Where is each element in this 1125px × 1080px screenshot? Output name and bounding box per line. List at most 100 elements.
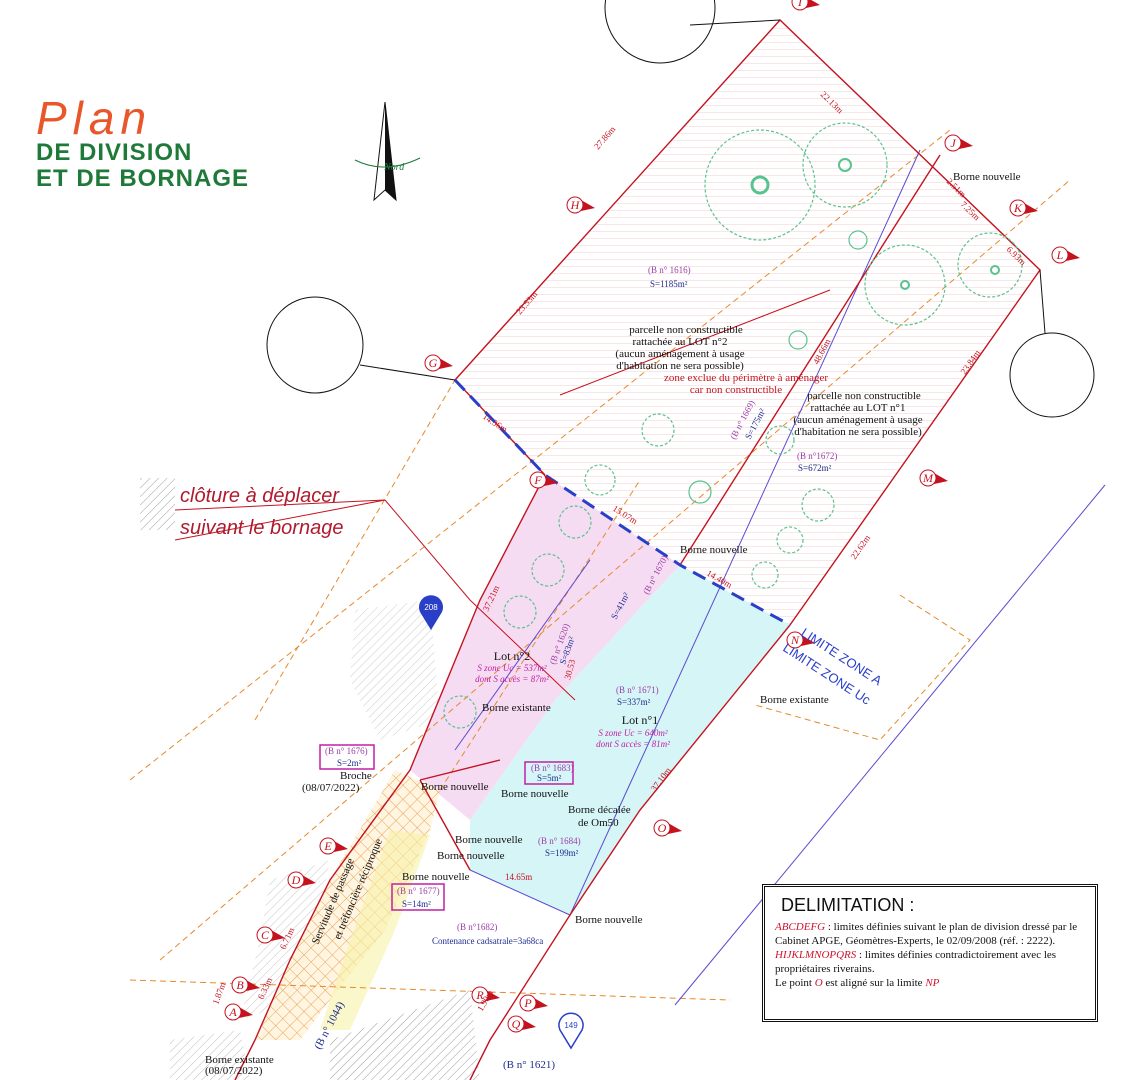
boundary-marker-k: K	[1009, 199, 1038, 217]
neighbour-buildings	[140, 478, 480, 1080]
svg-text:S zone Uc = 640m²: S zone Uc = 640m²	[598, 728, 668, 738]
svg-text:1.87m: 1.87m	[210, 981, 227, 1006]
delimitation-box: DELIMITATION : ABCDEFG : limites définie…	[762, 884, 1098, 1022]
zoning-dashed-lines	[129, 129, 1071, 1001]
zone-limit-line	[453, 378, 791, 627]
parcel-1682-ref: (B n°1682)	[457, 922, 497, 932]
parcel-notes: parcelle non constructible rattachée au …	[615, 324, 922, 438]
svg-text:R: R	[475, 988, 484, 1002]
parcel-1672-ref: (B n°1672)	[797, 451, 837, 461]
parcel-1682-area: Contenance cadsatrale=3a68ca	[432, 936, 543, 946]
parcel-1671-area: S=337m²	[617, 697, 651, 707]
boundary-marker-o: O	[653, 819, 682, 837]
parcel-1677-ref: (B n° 1677)	[397, 886, 440, 896]
servitude-yellow	[320, 830, 430, 1030]
svg-text:(aucun aménagement à usage: (aucun aménagement à usage	[615, 348, 744, 360]
boundary-marker-d: D	[287, 871, 316, 889]
lot-labels: Lot n°2 S zone Uc = 537m² dont S accès =…	[475, 649, 670, 749]
boundary-marker-c: C	[256, 926, 285, 944]
boundary-marker-e: E	[319, 837, 348, 855]
parcel-1684-ref: (B n° 1684)	[538, 836, 581, 846]
svg-text:Borne nouvelle: Borne nouvelle	[455, 834, 523, 846]
svg-text:Borne nouvelle: Borne nouvelle	[953, 171, 1021, 183]
svg-text:J: J	[950, 136, 956, 150]
svg-text:S zone Uc = 537m²: S zone Uc = 537m²	[477, 663, 547, 673]
parcel-1684-area: S=199m²	[545, 848, 579, 858]
svg-text:N: N	[790, 633, 800, 647]
title-line-2: ET DE BORNAGE	[36, 165, 250, 192]
cloture-note: clôture à déplacer suivant le bornage	[180, 480, 343, 544]
svg-text:car non constructible: car non constructible	[690, 384, 782, 396]
svg-text:Borne nouvelle: Borne nouvelle	[501, 788, 569, 800]
svg-text:Borne existante: Borne existante	[482, 702, 551, 714]
parcel-1671-ref: (B n° 1671)	[616, 685, 659, 695]
boundary-marker-f: F	[529, 471, 558, 489]
delimitation-text-1: ABCDEFG : limites définies suivant le pl…	[775, 921, 1078, 947]
svg-text:O: O	[658, 821, 667, 835]
svg-text:B: B	[236, 978, 244, 992]
svg-text:E: E	[323, 839, 332, 853]
svg-text:dont S accès = 87m²: dont S accès = 87m²	[475, 674, 549, 684]
svg-text:P: P	[523, 996, 532, 1010]
svg-text:(aucun aménagement à usage: (aucun aménagement à usage	[793, 414, 922, 426]
boundary-marker-q: Q	[507, 1015, 536, 1033]
svg-text:(08/07/2022): (08/07/2022)	[302, 782, 360, 794]
north-arrow-icon	[354, 101, 421, 202]
parcel-boxes	[319, 744, 574, 911]
svg-text:Broche: Broche	[340, 770, 372, 782]
svg-text:Borne existante: Borne existante	[760, 694, 829, 706]
lot-2-area	[410, 475, 680, 820]
spot-height-149: 149	[558, 1012, 584, 1050]
cloture-line-2: suivant le bornage	[180, 517, 344, 539]
svg-text:Borne nouvelle: Borne nouvelle	[421, 781, 489, 793]
svg-text:208: 208	[424, 603, 438, 612]
svg-text:Borne existante: Borne existante	[205, 1054, 274, 1066]
boundary-marker-h: H	[566, 196, 595, 214]
trees	[443, 122, 1023, 729]
svg-text:Borne nouvelle: Borne nouvelle	[575, 914, 643, 926]
svg-text:Borne nouvelle: Borne nouvelle	[437, 850, 505, 862]
title-block: Plan DE DIVISION ET DE BORNAGE	[36, 95, 316, 192]
delimitation-text-3: Le point O est aligné sur la limite NP	[775, 977, 940, 989]
boundary-marker-a: A	[224, 1003, 253, 1021]
spot-height-208: 208	[419, 595, 443, 630]
boundary-marker-b: B	[231, 976, 260, 994]
svg-text:D: D	[291, 873, 301, 887]
svg-text:149: 149	[564, 1021, 578, 1030]
lot-2-title: Lot n°2	[494, 649, 530, 663]
delimitation-text-2: HIJKLMNOPQRS : limites définies contradi…	[775, 949, 1057, 975]
svg-text:C: C	[261, 928, 270, 942]
svg-text:rattachée au LOT n°2: rattachée au LOT n°2	[633, 336, 728, 348]
svg-text:27.86m: 27.86m	[592, 124, 617, 151]
svg-text:d'habitation ne sera possible): d'habitation ne sera possible)	[616, 360, 744, 372]
callout-circles	[266, 0, 1095, 418]
svg-text:de Om50: de Om50	[578, 817, 619, 829]
svg-text:F: F	[533, 473, 542, 487]
svg-text:rattachée au LOT n°1: rattachée au LOT n°1	[811, 402, 906, 414]
svg-text:Borne décalée: Borne décalée	[568, 804, 631, 816]
svg-text:dont S accès = 81m²: dont S accès = 81m²	[596, 739, 670, 749]
boundary-marker-p: P	[519, 994, 548, 1012]
parcel-1676-area: S=2m²	[337, 758, 362, 768]
boundary-marker-m: M	[919, 469, 948, 487]
boundary-marker-i: I	[791, 0, 820, 11]
svg-text:A: A	[228, 1005, 237, 1019]
lot-1-title: Lot n°1	[622, 713, 658, 727]
boundary-marker-r: R	[471, 986, 500, 1004]
boundary-marker-g: G	[424, 354, 453, 372]
boundary-marker-n: N	[786, 631, 815, 649]
svg-text:parcelle non constructible: parcelle non constructible	[807, 390, 921, 402]
svg-text:I: I	[797, 0, 803, 9]
svg-text:zone exclue du périmètre à amé: zone exclue du périmètre à aménager	[664, 372, 828, 384]
svg-text:G: G	[429, 356, 438, 370]
svg-text:Q: Q	[512, 1017, 521, 1031]
cloture-line-1: clôture à déplacer	[180, 485, 339, 507]
annotation-arrows	[174, 289, 831, 701]
svg-text:parcelle non constructible: parcelle non constructible	[629, 324, 743, 336]
parcel-1616-ref: (B n° 1616)	[648, 265, 691, 275]
svg-text:(08/07/2022): (08/07/2022)	[205, 1065, 263, 1077]
parcel-1677-area: S=14m²	[402, 899, 431, 909]
delimitation-title: DELIMITATION :	[781, 895, 915, 915]
